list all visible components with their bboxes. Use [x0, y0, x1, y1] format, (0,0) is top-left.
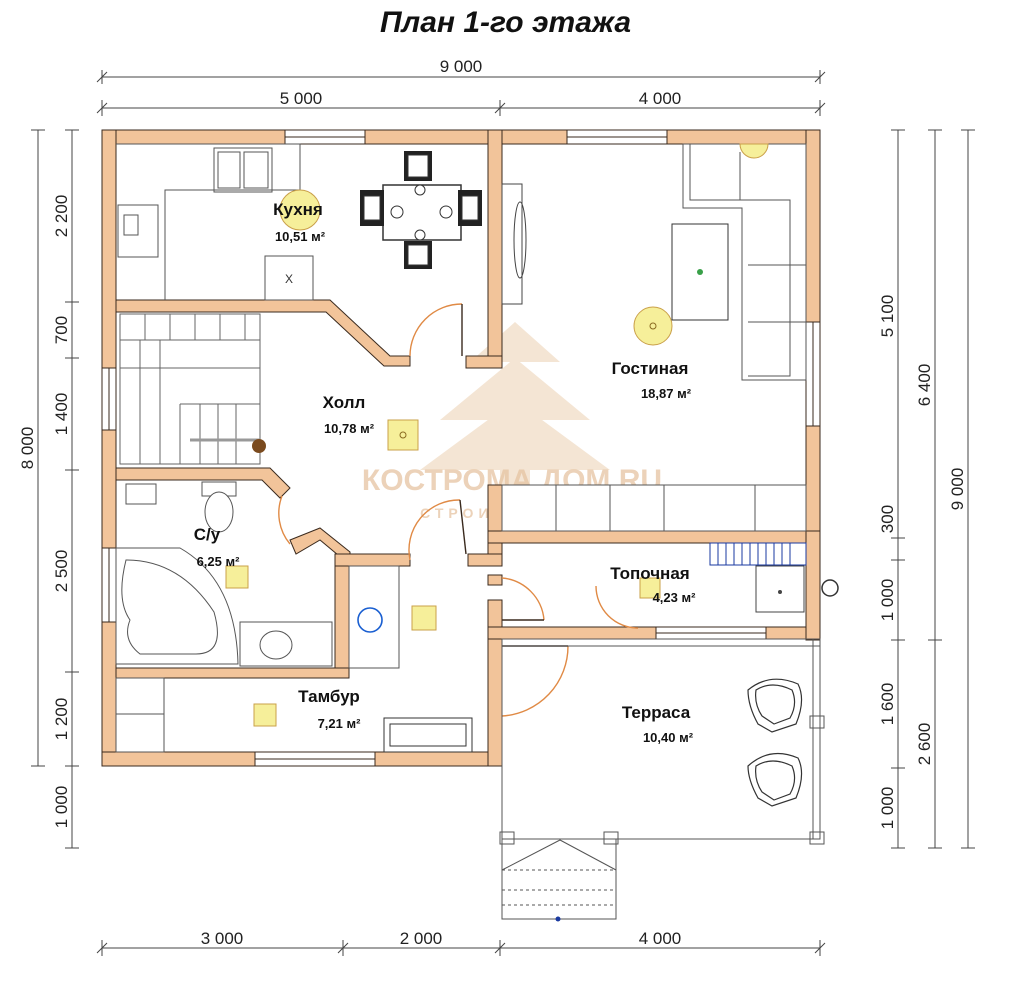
shoe-rack: [115, 677, 165, 753]
room-living-area: 18,87 м²: [641, 386, 692, 401]
chimney: [821, 579, 839, 597]
dim-left-3: 1 400: [52, 393, 71, 436]
dim-left-4: 2 500: [52, 550, 71, 593]
boiler-unit: [357, 607, 383, 633]
room-boiler-name: Топочная: [610, 564, 689, 583]
plan-title: План 1-го этажа: [379, 6, 632, 39]
table-plant: [697, 269, 703, 275]
vestibule-lamp-upper: [411, 605, 437, 631]
living-lamp: [633, 306, 673, 346]
dining-table: [360, 151, 482, 269]
dim-left-total: 8 000: [18, 427, 37, 470]
cabinet-row: [501, 484, 807, 532]
dim-bottom-1: 3 000: [201, 929, 244, 948]
dim-right-1: 5 100: [878, 295, 897, 338]
dim-right-mid-1: 6 400: [915, 364, 934, 407]
dim-right-total: 9 000: [948, 468, 967, 511]
windows: [101, 129, 821, 767]
terrace-steps: [501, 838, 617, 920]
dim-right-2: 300: [878, 505, 897, 533]
dim-left-5: 1 200: [52, 698, 71, 741]
room-terrace-area: 10,40 м²: [643, 730, 694, 745]
bathtub: [115, 547, 239, 665]
staircase: [119, 313, 261, 465]
dim-bottom-2: 2 000: [400, 929, 443, 948]
boiler-equipment: [709, 542, 807, 613]
newel-post: [252, 439, 266, 453]
dim-top-total: 9 000: [440, 57, 483, 76]
sofa: [682, 143, 807, 381]
bidet: [125, 483, 157, 505]
stove-mark: X: [285, 272, 293, 286]
dim-bottom-3: 4 000: [639, 929, 682, 948]
room-kitchen-area: 10,51 м²: [275, 229, 326, 244]
kitchen-lamp: [279, 189, 321, 231]
bench: [383, 717, 473, 753]
dim-right-mid-2: 2 600: [915, 723, 934, 766]
dim-left-1: 2 200: [52, 195, 71, 238]
room-hall-area: 10,78 м²: [324, 421, 375, 436]
dim-right-4: 1 600: [878, 683, 897, 726]
bath-lamp: [225, 565, 249, 589]
vestibule-lamp: [253, 703, 277, 727]
terrace-railing: [499, 638, 825, 845]
door-swings: [278, 303, 639, 717]
vestibule-closet: [348, 565, 400, 669]
hall-lamp: [387, 419, 419, 451]
room-boiler-area: 4,23 м²: [653, 590, 697, 605]
room-bath-area: 6,25 м²: [197, 554, 241, 569]
room-hall-name: Холл: [323, 393, 366, 412]
dim-top-right: 4 000: [639, 89, 682, 108]
room-living-name: Гостиная: [612, 359, 689, 378]
dim-right-5: 1 000: [878, 787, 897, 830]
dim-left-2: 700: [52, 316, 71, 344]
room-vestibule-area: 7,21 м²: [318, 716, 362, 731]
dim-top-left: 5 000: [280, 89, 323, 108]
dim-left-6: 1 000: [52, 786, 71, 829]
toilet: [201, 481, 237, 533]
washbasin: [239, 621, 333, 667]
room-kitchen-name: Кухня: [273, 200, 323, 219]
tv-unit: [501, 183, 527, 305]
boiler-lamp: [639, 577, 661, 599]
room-terrace-name: Терраса: [622, 703, 691, 722]
dim-right-3: 1 000: [878, 579, 897, 622]
terrace-chairs: [747, 678, 803, 807]
room-bath-name: С/у: [194, 525, 221, 544]
room-vestibule-name: Тамбур: [298, 687, 360, 706]
dimension-lines: [31, 70, 975, 956]
wall-lamp: [739, 143, 769, 159]
